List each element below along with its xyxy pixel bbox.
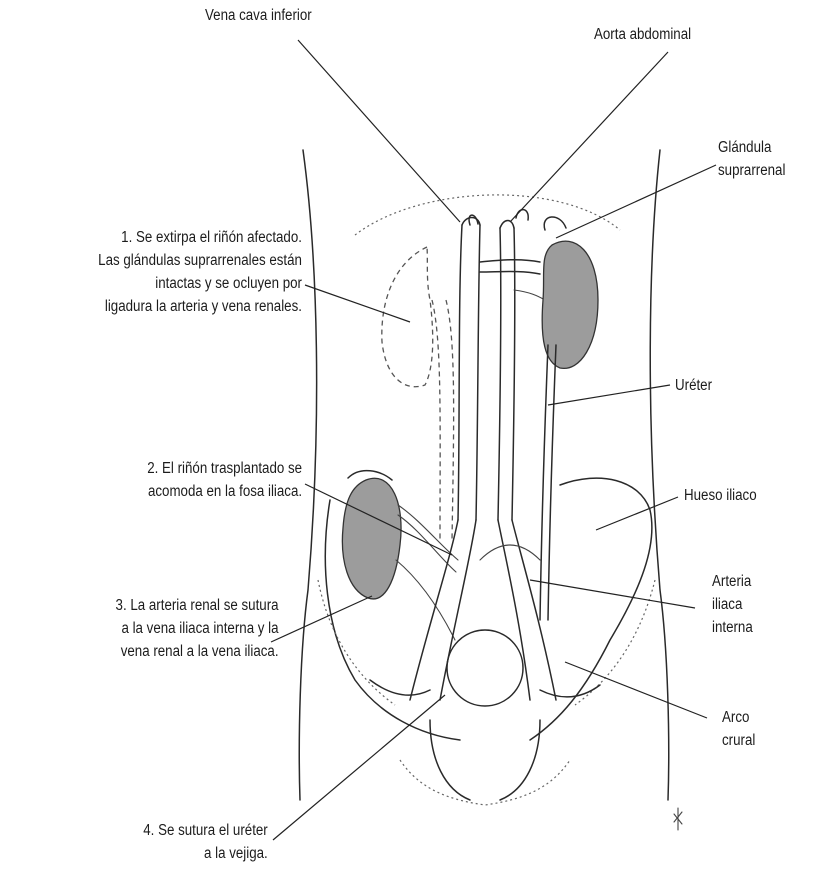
step-line: acomoda en la fosa iliaca. <box>147 480 302 503</box>
label-glandula-suprarrenal: Glándula suprarrenal <box>718 136 785 182</box>
label-line: suprarrenal <box>718 159 785 182</box>
step-line: 4. Se sutura el uréter <box>144 819 268 842</box>
label-arco-crural: Arco crural <box>722 706 755 752</box>
label-line: Aorta abdominal <box>594 23 691 46</box>
label-arteria-iliaca-interna: Arteria iliaca interna <box>712 570 753 639</box>
torso-outline <box>299 150 668 800</box>
label-line: Hueso iliaco <box>684 484 757 507</box>
label-line: Uréter <box>675 374 712 397</box>
bladder <box>447 630 523 706</box>
label-aorta-abdominal: Aorta abdominal <box>594 23 691 46</box>
label-line: crural <box>722 729 755 752</box>
pubic-region <box>400 720 570 805</box>
aorta-abdominal <box>498 221 515 521</box>
step-line: 3. La arteria renal se sutura <box>116 594 279 617</box>
artist-signature <box>674 808 682 830</box>
kidney <box>542 241 598 368</box>
label-hueso-iliaco: Hueso iliaco <box>684 484 757 507</box>
label-vena-cava-inferior: Vena cava inferior <box>205 4 312 27</box>
label-line: Glándula <box>718 136 785 159</box>
adrenal-and-vessels <box>469 210 566 230</box>
step-3-text: 3. La arteria renal se sutura a la vena … <box>116 594 279 663</box>
step-line: ligadura la arteria y vena renales. <box>98 295 302 318</box>
step-line: 1. Se extirpa el riñón afectado. <box>98 226 302 249</box>
leader-lines <box>271 40 716 840</box>
step-1-text: 1. Se extirpa el riñón afectado. Las glá… <box>98 226 302 318</box>
label-line: Arteria <box>712 570 753 593</box>
step-line: vena renal a la vena iliaca. <box>116 640 279 663</box>
vena-cava-inferior <box>458 218 480 521</box>
label-line: Vena cava inferior <box>205 4 312 27</box>
label-line: iliaca <box>712 593 753 616</box>
transplanted-kidney <box>342 478 458 640</box>
label-ureter: Uréter <box>675 374 712 397</box>
step-line: intactas y se ocluyen por <box>98 272 302 295</box>
label-line: interna <box>712 616 753 639</box>
ureter <box>540 345 556 620</box>
step-4-text: 4. Se sutura el uréter a la vejiga. <box>144 819 268 865</box>
label-line: Arco <box>722 706 755 729</box>
step-2-text: 2. El riñón trasplantado se acomoda en l… <box>147 457 302 503</box>
step-line: Las glándulas suprarrenales están <box>98 249 302 272</box>
step-line: a la vena iliaca interna y la <box>116 617 279 640</box>
step-line: a la vejiga. <box>144 842 268 865</box>
renal-vessels <box>480 260 545 300</box>
step-line: 2. El riñón trasplantado se <box>147 457 302 480</box>
